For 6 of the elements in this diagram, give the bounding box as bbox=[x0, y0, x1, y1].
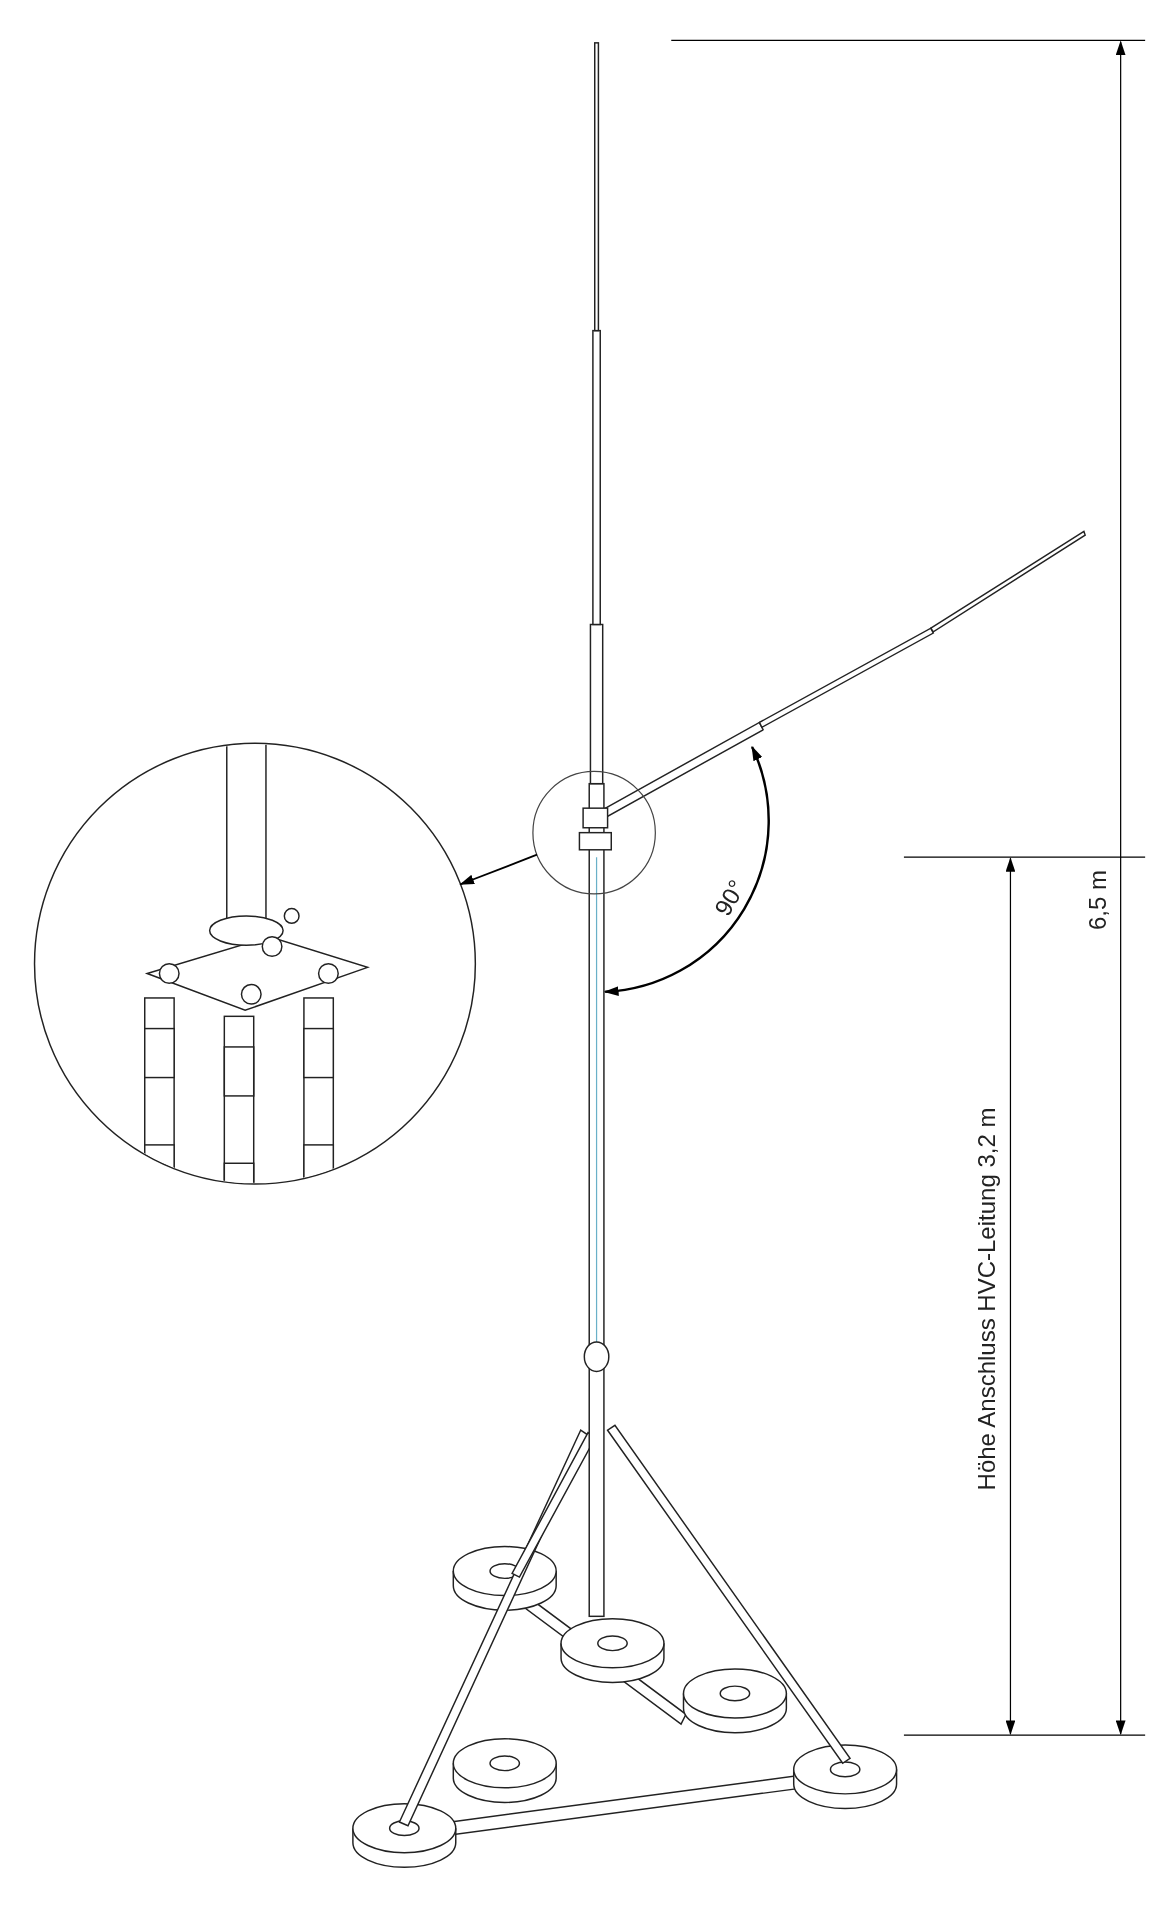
arrow bbox=[459, 853, 538, 886]
detail-view-drawing bbox=[33, 742, 477, 1185]
angle-label: 90° bbox=[709, 875, 752, 921]
detail-marker-circle bbox=[532, 770, 656, 895]
dimension-label: 6,5 m bbox=[1083, 870, 1112, 931]
dimension-label: Höhe Anschluss HVC-Leitung 3,2 m bbox=[973, 1107, 1002, 1490]
